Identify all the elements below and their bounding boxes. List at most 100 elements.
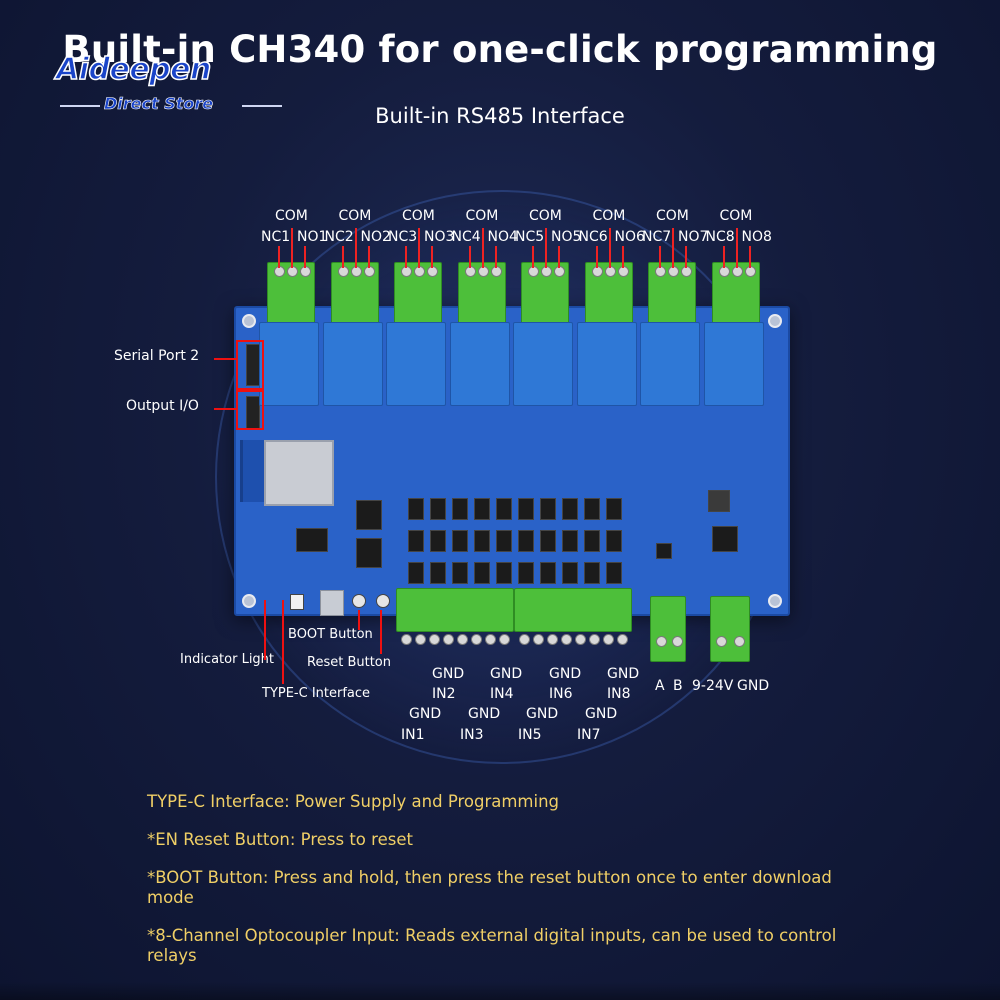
optocoupler-chip bbox=[496, 530, 512, 552]
logo-divider bbox=[242, 105, 282, 107]
optocoupler-chip bbox=[430, 498, 446, 520]
input-channel-label: IN3 bbox=[460, 727, 484, 743]
relay-no-label: NO5 bbox=[551, 229, 582, 245]
esp-antenna bbox=[240, 440, 265, 502]
pin-indicator-line bbox=[608, 228, 611, 268]
ic-chip bbox=[712, 526, 738, 552]
optocoupler-chip bbox=[474, 562, 490, 584]
ic-chip bbox=[356, 500, 382, 530]
optocoupler-chip bbox=[430, 562, 446, 584]
pin-indicator-line bbox=[558, 246, 560, 268]
optocoupler-chip bbox=[496, 562, 512, 584]
terminal-screw bbox=[533, 634, 544, 645]
terminal-screw bbox=[401, 634, 412, 645]
relay-no-label: NO8 bbox=[741, 229, 772, 245]
bottom-shadow bbox=[0, 982, 1000, 1000]
terminal-screw bbox=[443, 634, 454, 645]
terminal-screw bbox=[415, 634, 426, 645]
relay bbox=[386, 322, 446, 406]
input-gnd-label: GND bbox=[490, 666, 523, 682]
relay-no-label: NO4 bbox=[487, 229, 518, 245]
regulator-chip bbox=[296, 528, 328, 552]
feature-notes: TYPE-C Interface: Power Supply and Progr… bbox=[147, 792, 867, 984]
page-subtitle: Built-in RS485 Interface bbox=[375, 104, 625, 128]
relay bbox=[576, 322, 637, 406]
pin-indicator-line bbox=[291, 228, 293, 268]
pin-indicator-line bbox=[545, 228, 547, 268]
relay-com-label: COM bbox=[719, 208, 753, 224]
pin-indicator-line bbox=[418, 228, 420, 268]
input-channel-label: IN2 bbox=[432, 686, 456, 702]
terminal-screw bbox=[656, 636, 667, 647]
optocoupler-chip bbox=[452, 530, 468, 552]
terminal-screw bbox=[561, 634, 572, 645]
pin-indicator-line bbox=[278, 246, 280, 268]
optocoupler-chip bbox=[584, 562, 600, 584]
esp32-module bbox=[264, 440, 334, 506]
terminal-screw bbox=[429, 634, 440, 645]
power-gnd-label: GND bbox=[737, 678, 770, 694]
reset-button-callout: Reset Button bbox=[307, 655, 391, 670]
note-item: TYPE-C Interface: Power Supply and Progr… bbox=[147, 792, 560, 811]
pin-indicator-line bbox=[341, 246, 344, 268]
relay-no-label: NO2 bbox=[360, 229, 391, 245]
typec-port bbox=[320, 590, 344, 616]
relay-nc-label: NC8 bbox=[705, 229, 735, 245]
input-gnd-label: GND bbox=[468, 706, 501, 722]
optocoupler-chip bbox=[518, 562, 534, 584]
terminal-screw bbox=[672, 636, 683, 647]
terminal-screw bbox=[603, 634, 614, 645]
relay bbox=[322, 322, 383, 406]
serial-port-highlight bbox=[236, 340, 264, 390]
mount-hole bbox=[768, 314, 782, 328]
optocoupler-chip bbox=[584, 530, 600, 552]
input-channel-label: IN6 bbox=[549, 686, 573, 702]
optocoupler-chip bbox=[606, 562, 622, 584]
input-channel-label: IN7 bbox=[577, 727, 601, 743]
pin-indicator-line bbox=[595, 246, 598, 268]
relay bbox=[449, 322, 510, 406]
ic-chip bbox=[356, 538, 382, 568]
relay-nc-label: NC5 bbox=[515, 229, 545, 245]
relay-com-label: COM bbox=[529, 208, 562, 224]
page-title: Built-in CH340 for one-click programming bbox=[62, 28, 938, 71]
relay-nc-label: NC2 bbox=[324, 229, 354, 245]
optocoupler-chip bbox=[540, 530, 556, 552]
relay-com-label: COM bbox=[338, 208, 372, 224]
reset-button bbox=[376, 594, 390, 608]
relay-com-label: COM bbox=[275, 208, 308, 224]
relay-no-label: NO1 bbox=[297, 229, 328, 245]
optocoupler-chip bbox=[540, 562, 556, 584]
callout-line bbox=[214, 358, 236, 360]
pin-indicator-line bbox=[748, 246, 751, 268]
mount-hole bbox=[768, 594, 782, 608]
ic-chip bbox=[656, 543, 672, 559]
output-io-highlight bbox=[236, 390, 264, 430]
pin-indicator-line bbox=[367, 246, 370, 268]
input-channel-label: IN8 bbox=[607, 686, 631, 702]
optocoupler-chip bbox=[430, 530, 446, 552]
optocoupler-chip bbox=[562, 498, 578, 520]
power-vin-label: 9-24V bbox=[692, 678, 734, 694]
input-gnd-label: GND bbox=[409, 706, 442, 722]
relay-no-label: NO7 bbox=[678, 229, 709, 245]
pin-indicator-line bbox=[659, 246, 661, 268]
relay-nc-label: NC7 bbox=[642, 229, 672, 245]
pin-indicator-line bbox=[468, 246, 471, 268]
relay bbox=[259, 322, 319, 406]
input-gnd-label: GND bbox=[526, 706, 559, 722]
optocoupler-chip bbox=[452, 562, 468, 584]
relay-nc-label: NC4 bbox=[451, 229, 481, 245]
output-io-callout: Output I/O bbox=[126, 398, 199, 414]
optocoupler-chip bbox=[540, 498, 556, 520]
terminal-screw bbox=[457, 634, 468, 645]
pin-indicator-line bbox=[494, 246, 497, 268]
terminal-screw bbox=[485, 634, 496, 645]
indicator-led bbox=[290, 594, 304, 610]
input-gnd-label: GND bbox=[549, 666, 582, 682]
typec-callout: TYPE-C Interface bbox=[262, 686, 371, 701]
callout-line bbox=[358, 610, 360, 630]
relay bbox=[703, 322, 764, 406]
pin-indicator-line bbox=[685, 246, 687, 268]
pin-indicator-line bbox=[621, 246, 624, 268]
